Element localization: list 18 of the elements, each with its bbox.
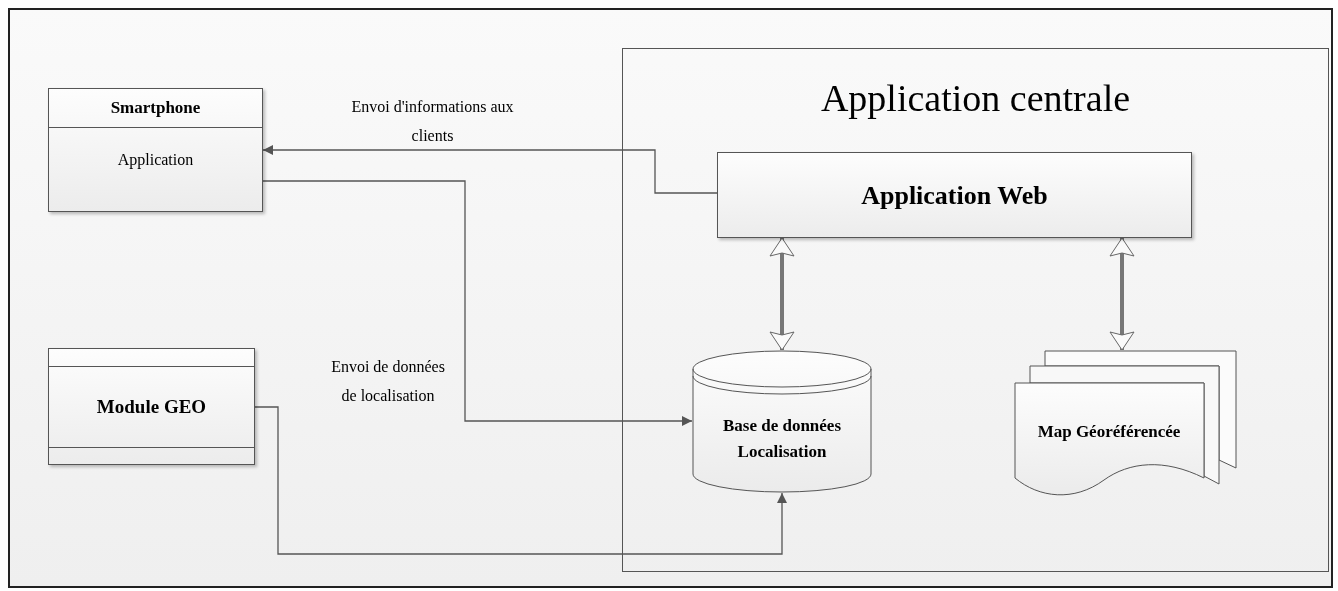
- box-label: Module GEO: [96, 394, 207, 419]
- module-box: [48, 348, 255, 465]
- arrow: [262, 180, 693, 426]
- edge-label: Envoi d'informations aux clients: [350, 97, 515, 146]
- double-arrow: [769, 237, 795, 351]
- process-box: [717, 152, 1192, 238]
- box-body-text: Application: [117, 150, 194, 171]
- double-arrow: [1109, 237, 1135, 351]
- edge-label: Envoi de données de localisation: [330, 357, 446, 406]
- class-box: [48, 88, 263, 212]
- box-label: Application Web: [861, 179, 1048, 212]
- arrow: [254, 406, 787, 555]
- container-title: Application centrale: [820, 79, 1131, 117]
- arrow: [262, 145, 718, 194]
- container-box: [622, 48, 1329, 572]
- box-header: Smartphone: [110, 97, 201, 120]
- node-label: Map Géoréférencée: [1037, 421, 1181, 443]
- node-label: Base de données Localisation: [721, 414, 843, 463]
